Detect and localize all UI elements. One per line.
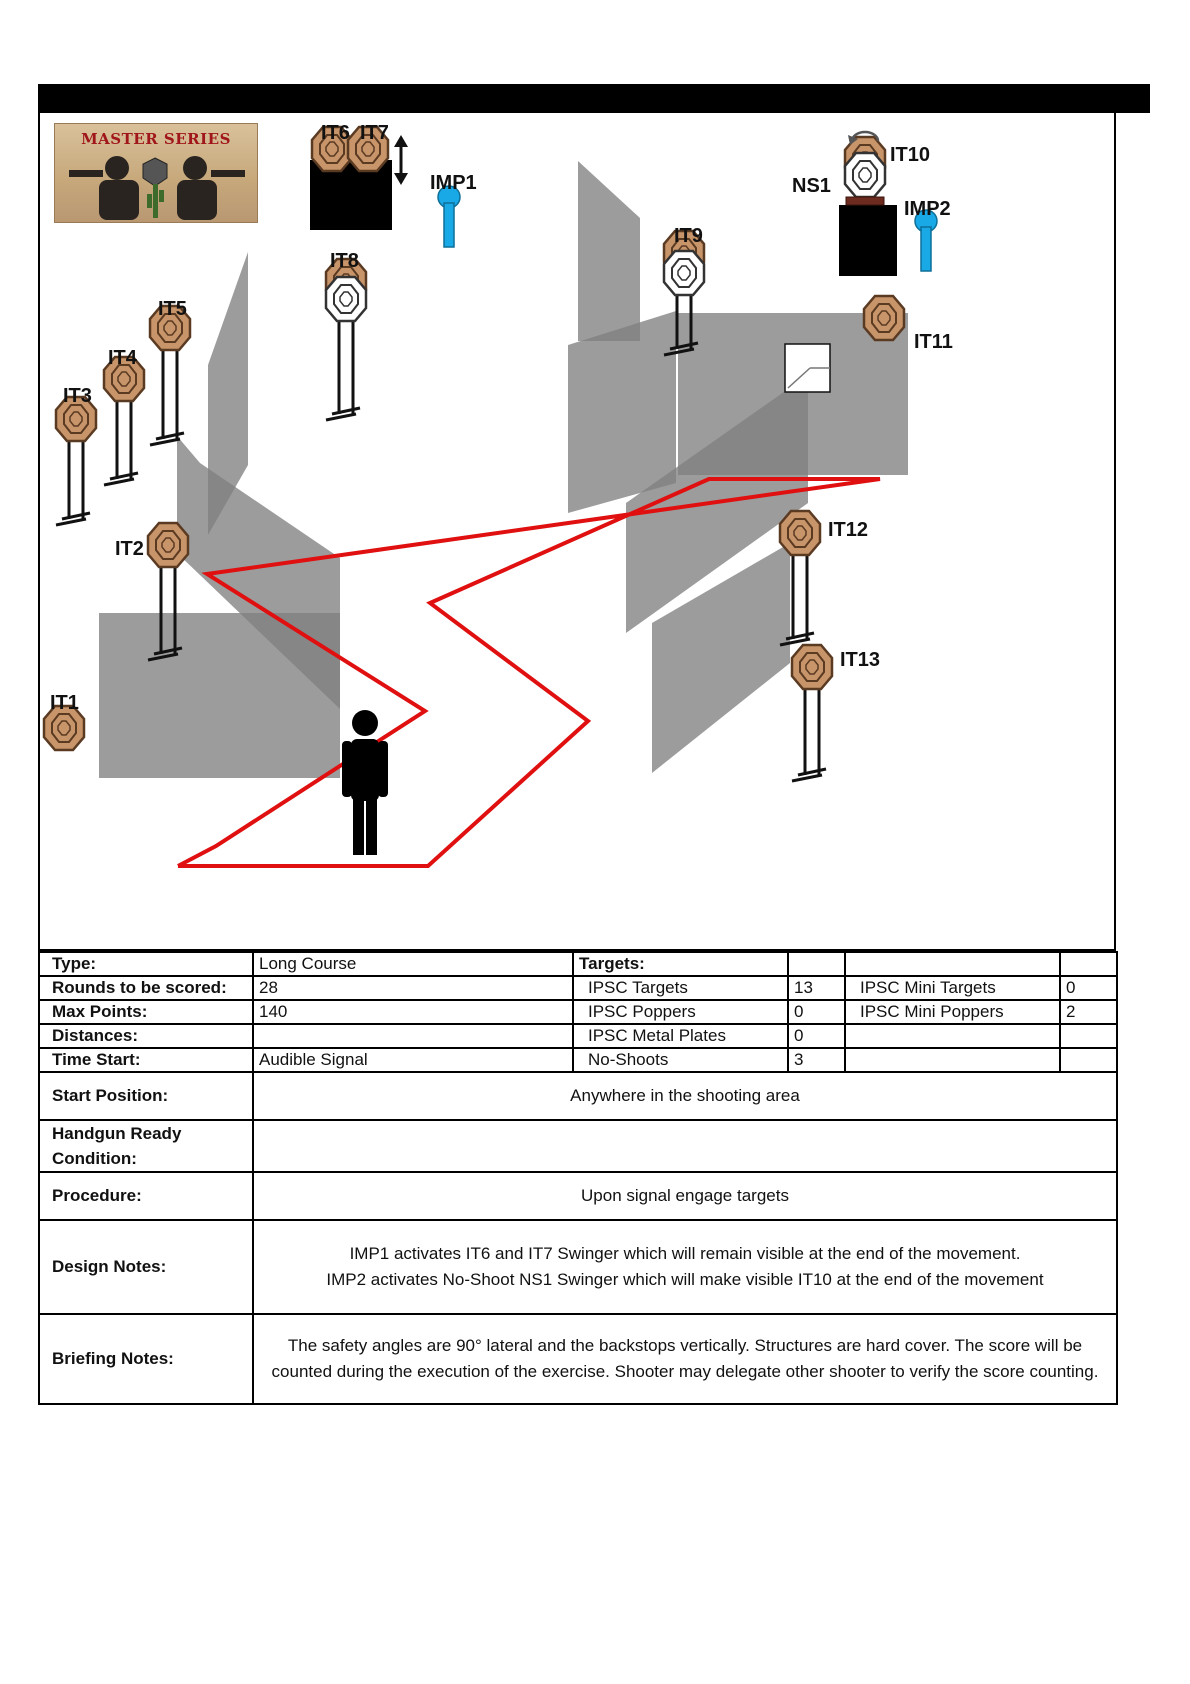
type-value: Long Course — [252, 951, 574, 977]
wall-right-lower — [652, 543, 790, 773]
label-it7: IT7 — [360, 122, 389, 144]
wall-upper-right-left — [578, 161, 640, 341]
ipsc-targets-label: IPSC Targets — [572, 975, 789, 1001]
no-shoots-label: No-Shoots — [572, 1047, 789, 1073]
label-it2: IT2 — [115, 538, 144, 560]
handgun-ready-value — [252, 1119, 1118, 1173]
row-time-start: Time Start: Audible Signal No-Shoots 3 — [38, 1047, 1118, 1073]
row-procedure: Procedure: Upon signal engage targets — [38, 1171, 1118, 1221]
no-shoots-value: 3 — [787, 1047, 846, 1073]
target-it2 — [146, 521, 190, 569]
ipsc-mini-poppers-value: 2 — [1059, 999, 1118, 1025]
swing-arrow-icon — [394, 135, 408, 185]
master-series-logo: MASTER SERIES — [54, 123, 258, 223]
row-briefing-notes: Briefing Notes: The safety angles are 90… — [38, 1313, 1118, 1405]
ipsc-poppers-value: 0 — [787, 999, 846, 1025]
logo-text: MASTER SERIES — [81, 130, 231, 148]
rounds-value: 28 — [252, 975, 574, 1001]
label-it9: IT9 — [674, 225, 703, 247]
max-points-value: 140 — [252, 999, 574, 1025]
label-it3: IT3 — [63, 385, 92, 407]
stand-it13 — [790, 677, 828, 783]
distances-label: Distances: — [38, 1023, 254, 1049]
swinger-cover-ns1 — [839, 205, 897, 276]
row-design-notes: Design Notes: IMP1 activates IT6 and IT7… — [38, 1219, 1118, 1315]
header-bar — [38, 84, 1150, 113]
walls — [99, 161, 908, 778]
no-shoot-ns1 — [843, 151, 887, 199]
time-start-value: Audible Signal — [252, 1047, 574, 1073]
procedure-label: Procedure: — [38, 1171, 254, 1221]
label-it1: IT1 — [50, 692, 79, 714]
type-label: Type: — [38, 951, 254, 977]
ipsc-poppers-label: IPSC Poppers — [572, 999, 789, 1025]
row-rounds: Rounds to be scored: 28 IPSC Targets 13 … — [38, 975, 1118, 1001]
target-it11 — [862, 294, 906, 342]
design-notes-value: IMP1 activates IT6 and IT7 Swinger which… — [252, 1219, 1118, 1315]
briefing-notes-label: Briefing Notes: — [38, 1313, 254, 1405]
label-it4: IT4 — [108, 347, 137, 369]
row-distances: Distances: IPSC Metal Plates 0 — [38, 1023, 1118, 1049]
design-notes-line2: IMP2 activates No-Shoot NS1 Swinger whic… — [326, 1270, 1044, 1289]
label-it12: IT12 — [828, 519, 869, 541]
ipsc-metal-plates-value: 0 — [787, 1023, 846, 1049]
target-it13 — [790, 643, 834, 691]
handgun-ready-label: Handgun Ready Condition: — [38, 1119, 254, 1173]
label-it5: IT5 — [158, 298, 187, 320]
no-shoot-it8 — [324, 275, 368, 323]
label-imp2: IMP2 — [904, 198, 951, 220]
label-it13: IT13 — [840, 649, 881, 671]
ipsc-mini-targets-value: 0 — [1059, 975, 1118, 1001]
max-points-label: Max Points: — [38, 999, 254, 1025]
row-max-points: Max Points: 140 IPSC Poppers 0 IPSC Mini… — [38, 999, 1118, 1025]
start-position-value: Anywhere in the shooting area — [252, 1071, 1118, 1121]
ipsc-mini-targets-label: IPSC Mini Targets — [844, 975, 1061, 1001]
stand-it8 — [324, 316, 362, 422]
label-imp1: IMP1 — [430, 172, 477, 194]
ipsc-targets-value: 13 — [787, 975, 846, 1001]
stage-drawing — [42, 125, 938, 868]
label-it6: IT6 — [321, 122, 350, 144]
shooter-figure-icon — [342, 710, 388, 855]
briefing-notes-value: The safety angles are 90° lateral and th… — [252, 1313, 1118, 1405]
procedure-value: Upon signal engage targets — [252, 1171, 1118, 1221]
rounds-label: Rounds to be scored: — [38, 975, 254, 1001]
design-notes-line1: IMP1 activates IT6 and IT7 Swinger which… — [349, 1244, 1021, 1263]
target-it12 — [778, 509, 822, 557]
label-it8: IT8 — [330, 250, 359, 272]
ipsc-mini-poppers-label: IPSC Mini Poppers — [844, 999, 1061, 1025]
stage-info-table: Type: Long Course Targets: Rounds to be … — [38, 951, 1118, 1405]
label-it11: IT11 — [914, 331, 953, 353]
wall-upper-left — [208, 252, 248, 535]
start-position-label: Start Position: — [38, 1071, 254, 1121]
time-start-label: Time Start: — [38, 1047, 254, 1073]
ipsc-metal-plates-label: IPSC Metal Plates — [572, 1023, 789, 1049]
row-type: Type: Long Course Targets: — [38, 951, 1118, 977]
wall-left-box — [99, 613, 340, 778]
row-handgun-ready: Handgun Ready Condition: — [38, 1119, 1118, 1173]
label-ns1: NS1 — [792, 175, 831, 197]
distances-value — [252, 1023, 574, 1049]
row-start-position: Start Position: Anywhere in the shooting… — [38, 1071, 1118, 1121]
stand-it5 — [148, 341, 186, 447]
label-it10: IT10 — [890, 144, 931, 166]
design-notes-label: Design Notes: — [38, 1219, 254, 1315]
stage-diagram: MASTER SERIES IT6 IT7 IMP1 IT10 NS1 IMP2… — [38, 113, 1116, 951]
no-shoot-it9 — [662, 249, 706, 297]
fault-line — [177, 477, 881, 868]
activator-imp1 — [437, 185, 461, 248]
wall-upper-right-front — [568, 311, 676, 513]
targets-header: Targets: — [572, 951, 789, 977]
